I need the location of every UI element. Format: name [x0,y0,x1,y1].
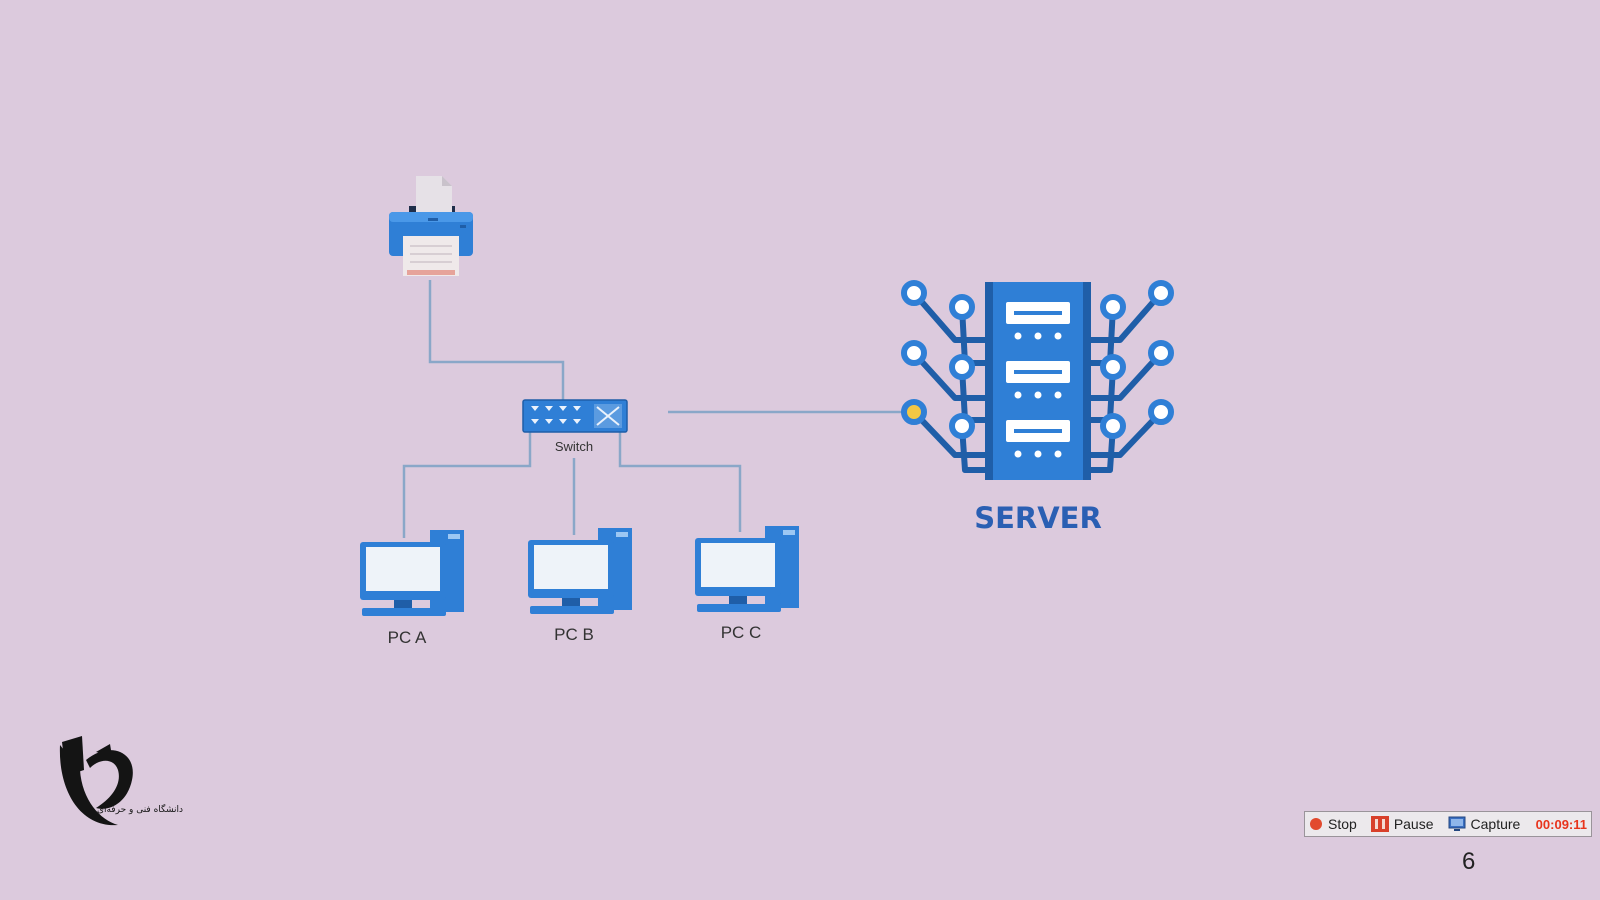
capture-button[interactable]: Capture [1448,816,1521,832]
stop-button[interactable]: Stop [1309,816,1357,832]
printer-to-switch-line [428,280,565,400]
stop-label: Stop [1328,816,1357,832]
pc-a-icon [360,530,464,616]
switch-label: Switch [555,439,593,454]
pause-button[interactable]: Pause [1370,816,1434,832]
switch-to-pc-a-line [402,432,532,538]
switch-icon [522,399,628,433]
recording-timer: 00:09:11 [1535,816,1587,832]
pc-b-icon [528,528,632,614]
switch-to-pc-c-line [618,432,742,532]
recorder-toolbar: Stop Pause Capture 00:09:11 [1304,811,1592,837]
pause-icon [1370,816,1389,832]
active-port-node [901,399,927,425]
pc-a-label: PC A [388,628,427,647]
server-label: SERVER [974,501,1102,535]
connection-lines [402,280,905,538]
university-logo-text: دانشگاه فنی و حرفه‌ای [97,803,183,815]
university-logo: دانشگاه فنی و حرفه‌ای [59,736,183,826]
stop-icon [1310,818,1322,830]
capture-icon [1448,816,1466,831]
capture-label: Capture [1470,816,1521,832]
pc-b-label: PC B [554,625,594,644]
printer-icon [389,176,473,276]
pause-label: Pause [1393,816,1434,832]
page-number: 6 [1462,848,1476,875]
server-icon [901,280,1174,480]
pc-c-label: PC C [721,623,762,642]
pc-c-icon [695,526,799,612]
